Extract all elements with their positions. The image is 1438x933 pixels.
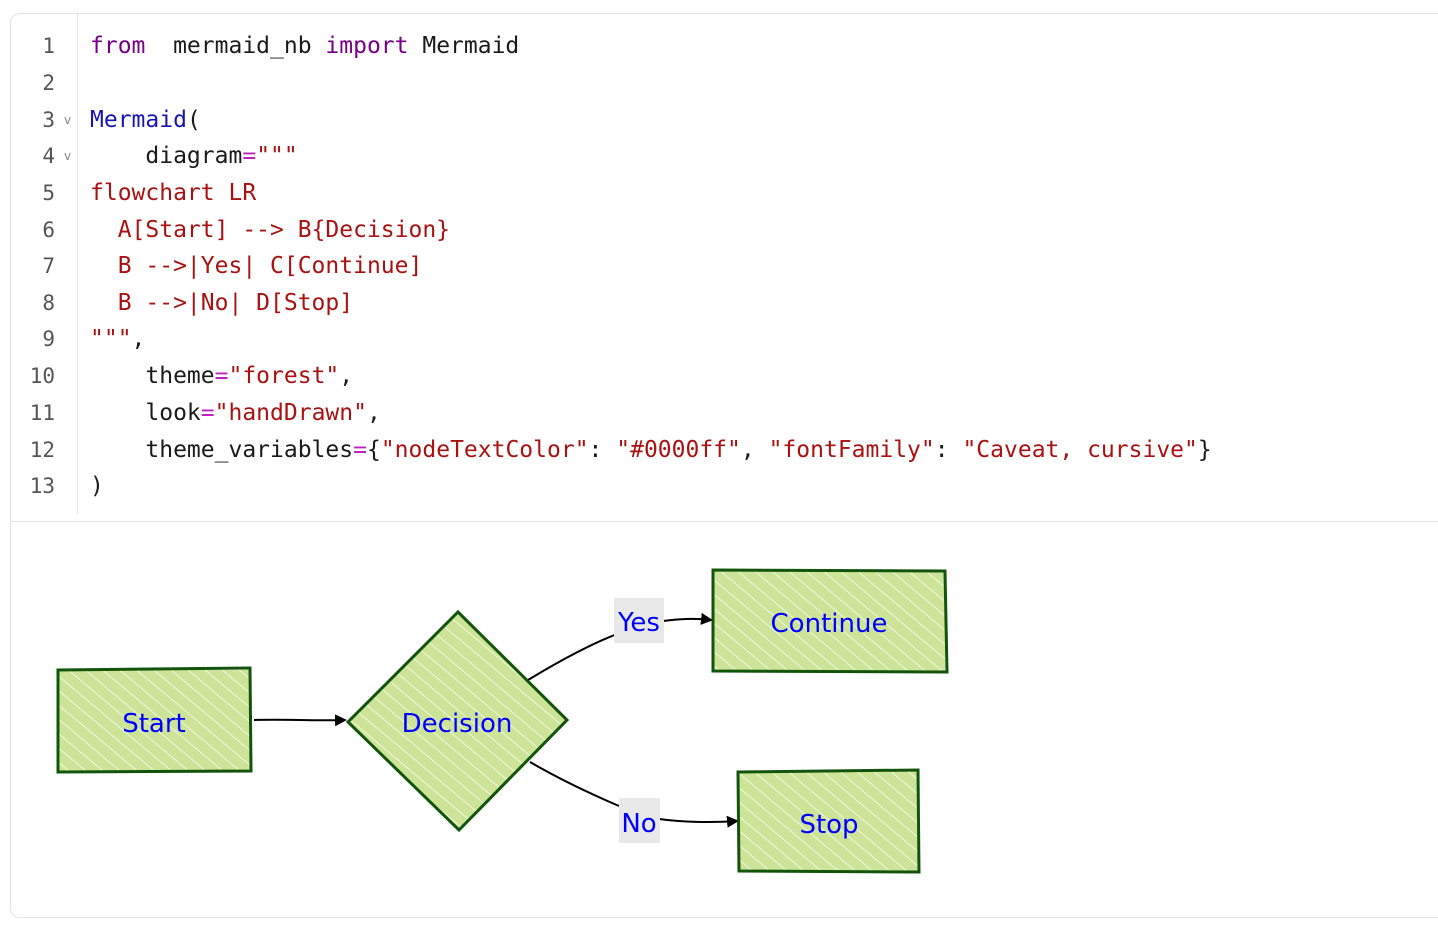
code-token: "forest" [228, 363, 340, 389]
code-token: ) [90, 473, 104, 499]
code-token: : [934, 437, 963, 463]
fold-chevron-icon[interactable]: v [64, 149, 72, 163]
code-token: = [200, 400, 215, 426]
code-token: Mermaid [90, 107, 187, 133]
node-continue: Continue [711, 568, 949, 674]
svg-text:Stop: Stop [799, 810, 858, 840]
code-token: , [131, 326, 146, 352]
svg-text:Start: Start [122, 709, 186, 739]
code-token: Mermaid [408, 33, 520, 59]
code-token: "Caveat, cursive" [962, 437, 1198, 463]
svg-text:Continue: Continue [771, 609, 888, 639]
code-token: : [588, 437, 617, 463]
code-text: theme_variables={"nodeTextColor": "#0000… [90, 432, 1212, 468]
code-token: mermaid_nb [145, 33, 326, 59]
edge-start-decision [253, 714, 347, 727]
flowchart-diagram: Yes No Start Decision [56, 568, 949, 874]
line-number: 4 [42, 144, 55, 168]
edge-yes-continue [662, 612, 713, 625]
svg-text:Decision: Decision [402, 709, 513, 739]
code-token: , [366, 400, 381, 426]
line-number: 13 [29, 474, 55, 498]
code-text: B -->|No| D[Stop] [90, 285, 353, 321]
line-number: 12 [29, 438, 55, 462]
edge-decision-stop [529, 761, 620, 807]
code-token: B -->|Yes| C[Continue] [90, 253, 423, 279]
code-token: from [90, 33, 146, 59]
node-start: Start [56, 666, 253, 774]
code-token: "fontFamily" [768, 437, 935, 463]
code-token: ( [186, 107, 201, 133]
line-number: 7 [42, 254, 55, 278]
code-token: diagram [90, 143, 243, 169]
code-text: ) [90, 468, 104, 504]
code-text: look="handDrawn", [90, 395, 381, 431]
line-number: 5 [42, 181, 55, 205]
line-number: 8 [42, 291, 55, 315]
fold-chevron-icon[interactable]: v [64, 113, 72, 127]
code-token: = [353, 437, 367, 463]
line-number: 9 [42, 327, 55, 351]
line-number: 3 [42, 108, 55, 132]
code-token: theme [90, 363, 215, 389]
line-number: 6 [42, 218, 55, 242]
code-token: """ [256, 143, 298, 169]
code-text: diagram=""" [90, 138, 298, 174]
line-number: 11 [29, 401, 55, 425]
code-token: "handDrawn" [214, 400, 367, 426]
code-text: Mermaid( [90, 102, 201, 138]
line-number: 10 [29, 364, 55, 388]
node-decision: Decision [345, 609, 570, 833]
svg-text:Yes: Yes [617, 608, 660, 638]
code-token: flowchart LR [90, 180, 257, 206]
code-token: "nodeTextColor" [380, 437, 589, 463]
gutter-divider [77, 14, 78, 514]
code-token: """ [90, 326, 132, 352]
code-token: import [325, 33, 409, 59]
code-token: } [1197, 437, 1212, 463]
code-token: , [339, 363, 354, 389]
code-text: """, [90, 321, 145, 357]
code-token: = [214, 363, 229, 389]
line-number: 1 [42, 34, 55, 58]
code-token: , [740, 437, 769, 463]
code-text: from mermaid_nb import Mermaid [90, 28, 519, 64]
edge-decision-continue [527, 633, 618, 681]
code-text: B -->|Yes| C[Continue] [90, 248, 423, 284]
code-token: "#0000ff" [616, 437, 741, 463]
code-text: A[Start] --> B{Decision} [90, 212, 450, 248]
code-token: { [366, 437, 381, 463]
edge-no-stop [658, 815, 739, 828]
edge-label-no: No [619, 798, 660, 843]
edge-label-yes: Yes [614, 598, 664, 643]
line-number: 2 [42, 71, 55, 95]
code-token: = [242, 143, 257, 169]
code-text: theme="forest", [90, 358, 353, 394]
code-text: flowchart LR [90, 175, 256, 211]
code-token: look [90, 400, 201, 426]
code-token: B -->|No| D[Stop] [90, 290, 354, 316]
node-stop: Stop [736, 768, 921, 874]
code-token: A[Start] --> B{Decision} [90, 217, 451, 243]
svg-text:No: No [621, 809, 656, 839]
code-token: theme_variables [90, 437, 354, 463]
cell-output: Yes No Start Decision [11, 522, 1438, 918]
